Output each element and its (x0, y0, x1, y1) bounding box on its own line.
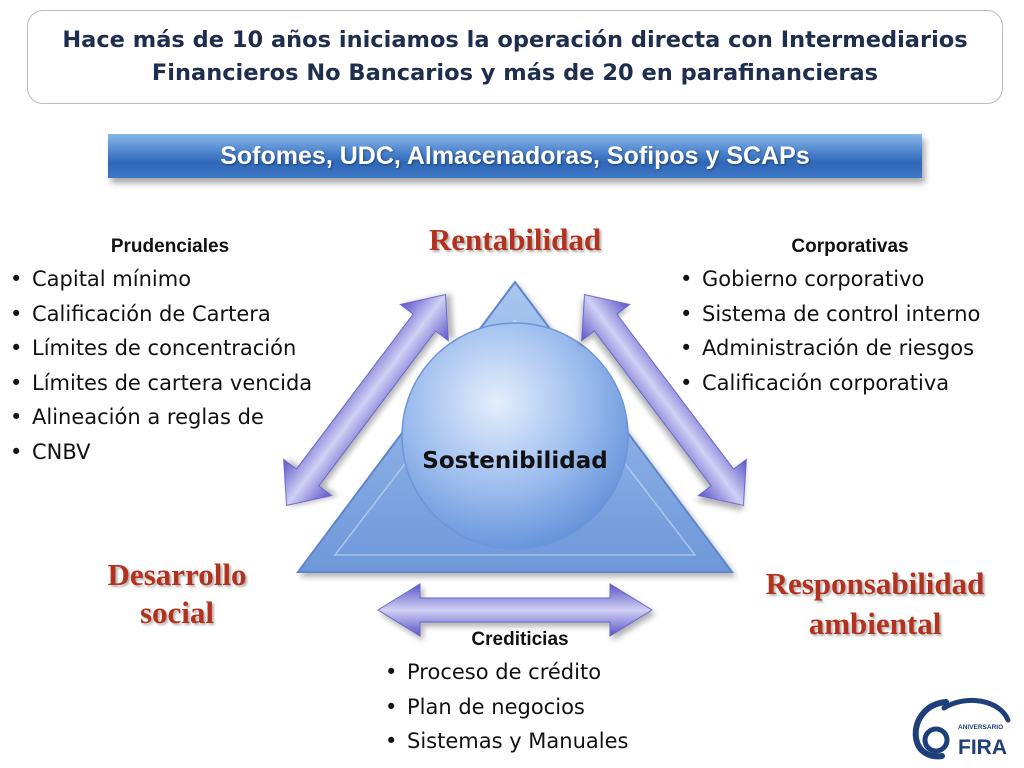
banner-text: Sofomes, UDC, Almacenadoras, Sofipos y S… (220, 141, 810, 170)
list-item: Alineación a reglas de (10, 400, 350, 435)
list-item: Sistema de control interno (680, 297, 1020, 332)
list-crediticias: Proceso de crédito Plan de negocios Sist… (385, 655, 685, 759)
list-item-continuation: CNBV (10, 435, 350, 470)
title-line-1: Hace más de 10 años iniciamos la operaci… (62, 27, 968, 53)
banner: Sofomes, UDC, Almacenadoras, Sofipos y S… (108, 134, 922, 178)
list-item: Gobierno corporativo (680, 262, 1020, 297)
group-title-corporativas: Corporativas (791, 236, 909, 257)
list-item: Sistemas y Manuales (385, 724, 685, 759)
list-prudenciales: Capital mínimo Calificación de Cartera L… (10, 262, 350, 469)
list-item: Calificación de Cartera (10, 297, 350, 332)
arrow-right-diagonal (581, 293, 747, 507)
vertex-top-label: Rentabilidad (428, 222, 602, 257)
logo-text: FIRA (958, 736, 1007, 759)
arrow-bottom-horizontal (377, 583, 653, 637)
sustainability-sphere (401, 322, 629, 550)
vertex-left-line-1: Desarrollo (107, 557, 247, 592)
group-title-crediticias: Crediticias (471, 629, 569, 650)
list-item: Proceso de crédito (385, 655, 685, 690)
title-line-2: Financieros No Bancarios y más de 20 en … (151, 60, 879, 86)
center-label: Sostenibilidad (422, 448, 608, 474)
vertex-right-line-2: ambiental (808, 606, 942, 641)
fira-logo: ANIVERSARIO FIRA (912, 697, 1011, 760)
vertex-right-line-1: Responsabilidad (765, 566, 985, 601)
logo-subtext: ANIVERSARIO (958, 724, 1003, 731)
list-corporativas: Gobierno corporativo Sistema de control … (680, 262, 1020, 400)
vertex-right-label: Responsabilidad ambiental (735, 564, 1015, 644)
list-item: Calificación corporativa (680, 366, 1020, 401)
list-item: Capital mínimo (10, 262, 350, 297)
list-item: Plan de negocios (385, 690, 685, 725)
list-item-continuation-text: CNBV (32, 439, 91, 464)
list-item: Límites de concentración (10, 331, 350, 366)
group-title-prudenciales: Prudenciales (110, 236, 230, 257)
list-item: Límites de cartera vencida (10, 366, 350, 401)
list-item: Administración de riesgos (680, 331, 1020, 366)
vertex-left-line-2: social (139, 595, 215, 630)
title-box: Hace más de 10 años iniciamos la operaci… (27, 10, 1003, 104)
page-title: Hace más de 10 años iniciamos la operaci… (62, 24, 967, 90)
vertex-left-label: Desarrollo social (72, 556, 282, 632)
